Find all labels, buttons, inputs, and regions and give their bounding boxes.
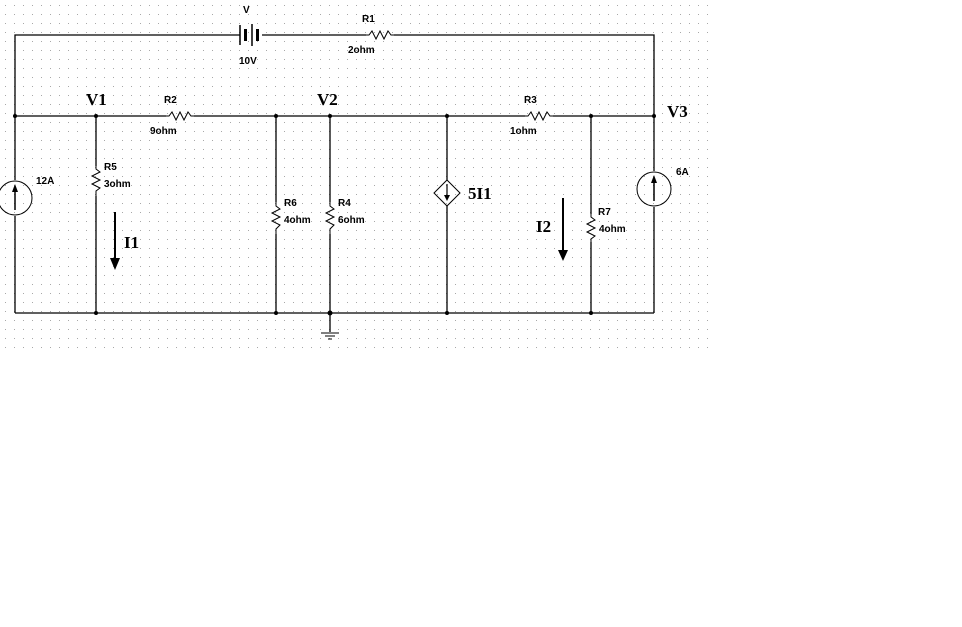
arrow-down-icon bbox=[558, 250, 568, 261]
grid-background bbox=[0, 0, 712, 352]
battery-value: 10V bbox=[239, 56, 257, 67]
r3-name: R3 bbox=[524, 95, 537, 106]
battery-plate-short bbox=[244, 29, 247, 41]
r6-name: R6 bbox=[284, 198, 297, 209]
node-label-v2: V2 bbox=[317, 90, 338, 109]
resistor-r2[interactable]: R2 9ohm bbox=[150, 95, 194, 137]
current-source-12a[interactable]: 12A bbox=[0, 176, 54, 216]
current-arrow-i1: I1 bbox=[110, 212, 139, 270]
r5-name: R5 bbox=[104, 162, 117, 173]
resistor-r4[interactable]: R4 6ohm bbox=[324, 198, 365, 234]
battery-plate-short-2 bbox=[256, 29, 259, 41]
resistor-r1[interactable]: R1 2ohm bbox=[348, 14, 394, 56]
r4-name: R4 bbox=[338, 198, 351, 209]
r5-value: 3ohm bbox=[104, 179, 131, 190]
junctions bbox=[13, 114, 656, 316]
dependent-source-value: 5I1 bbox=[468, 184, 492, 203]
diamond-icon bbox=[433, 179, 461, 207]
ground-icon bbox=[321, 332, 339, 340]
current-source-circle bbox=[636, 171, 672, 207]
current-label-i1: I1 bbox=[124, 233, 139, 252]
dependent-current-source[interactable]: 5I1 bbox=[433, 179, 492, 207]
current-source-12a-value: 12A bbox=[36, 176, 54, 187]
r7-name: R7 bbox=[598, 207, 611, 218]
r7-value: 4ohm bbox=[599, 224, 626, 235]
r1-value: 2ohm bbox=[348, 45, 375, 56]
resistor-r7[interactable]: R7 4ohm bbox=[585, 207, 626, 242]
r2-value: 9ohm bbox=[150, 126, 177, 137]
node-label-v3: V3 bbox=[667, 102, 688, 121]
current-arrow-i2: I2 bbox=[536, 198, 568, 261]
r4-value: 6ohm bbox=[338, 215, 365, 226]
r3-value: 1ohm bbox=[510, 126, 537, 137]
node-label-v1: V1 bbox=[86, 90, 107, 109]
battery-name: V bbox=[243, 5, 250, 16]
r1-name: R1 bbox=[362, 14, 375, 25]
current-source-circle bbox=[0, 180, 33, 216]
resistor-r6[interactable]: R6 4ohm bbox=[270, 198, 311, 234]
wires bbox=[14, 34, 655, 332]
arrow-down-icon bbox=[110, 258, 120, 270]
current-source-6a[interactable]: 6A bbox=[636, 167, 689, 207]
resistor-r5[interactable]: R5 3ohm bbox=[90, 162, 131, 196]
current-label-i2: I2 bbox=[536, 217, 551, 236]
resistor-r3[interactable]: R3 1ohm bbox=[510, 95, 553, 137]
r2-name: R2 bbox=[164, 95, 177, 106]
battery-v[interactable]: V 10V bbox=[239, 5, 259, 67]
r6-value: 4ohm bbox=[284, 215, 311, 226]
current-source-6a-value: 6A bbox=[676, 167, 689, 178]
